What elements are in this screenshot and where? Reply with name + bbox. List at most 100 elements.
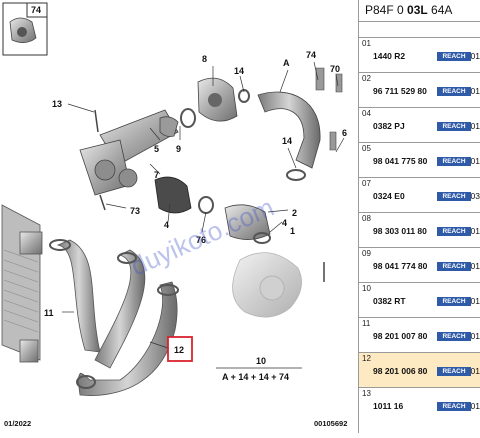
callout-74: 74 bbox=[306, 50, 316, 60]
throttle-body bbox=[180, 77, 250, 128]
quantity: 01 bbox=[470, 121, 480, 131]
reach-badge: REACH bbox=[437, 262, 471, 271]
part-number: 98 041 774 80 bbox=[373, 261, 428, 271]
callout-9: 9 bbox=[176, 144, 181, 154]
row-index: 05 bbox=[362, 144, 371, 153]
part-number: 0324 E0 bbox=[373, 191, 405, 201]
hose-11 bbox=[56, 239, 101, 353]
callout-73: 73 bbox=[130, 206, 140, 216]
callout-14-right: 14 bbox=[282, 136, 292, 146]
quantity: 01 bbox=[470, 331, 480, 341]
part-number: 1440 R2 bbox=[373, 51, 406, 61]
reach-badge: REACH bbox=[437, 87, 471, 96]
pipe-2 bbox=[224, 204, 271, 244]
reference-header: P84F 0 03L 64A bbox=[359, 0, 480, 22]
reach-badge: REACH bbox=[437, 332, 471, 341]
ref-bold: 03L bbox=[407, 3, 428, 17]
row-index: 12 bbox=[362, 354, 371, 363]
callout-14-top: 14 bbox=[234, 66, 244, 76]
part-number: 0382 PJ bbox=[373, 121, 405, 131]
part-number: 98 201 006 80 bbox=[373, 366, 428, 376]
part-number: 98 041 775 80 bbox=[373, 156, 428, 166]
callout-5: 5 bbox=[154, 144, 159, 154]
callout-8: 8 bbox=[202, 54, 207, 64]
bolts bbox=[94, 109, 325, 282]
row-index: 02 bbox=[362, 74, 371, 83]
intercooler bbox=[1, 204, 43, 363]
kit-formula: 10 A + 14 + 14 + 74 bbox=[222, 356, 289, 382]
quantity: 01 bbox=[470, 296, 480, 306]
row-index: 01 bbox=[362, 39, 371, 48]
hose-12 bbox=[94, 249, 146, 369]
callout-labels: 8 74 70 A 14 13 5 9 7 4 6 14 73 4 2 76 1… bbox=[44, 50, 347, 318]
callout-6: 6 bbox=[342, 128, 347, 138]
callout-a: A bbox=[283, 58, 290, 68]
quantity: 01 bbox=[470, 401, 480, 411]
callout-2: 2 bbox=[292, 208, 297, 218]
part-number: 0382 RT bbox=[373, 296, 406, 306]
quantity: 01 bbox=[470, 51, 480, 61]
reach-badge: REACH bbox=[437, 367, 471, 376]
kit-formula-text: A + 14 + 14 + 74 bbox=[222, 372, 289, 382]
part-number: 1011 16 bbox=[373, 401, 404, 411]
callout-1: 1 bbox=[290, 226, 295, 236]
exploded-diagram: 74 bbox=[1, 2, 348, 428]
quantity: 01 bbox=[470, 366, 480, 376]
ref-suffix: 64A bbox=[427, 3, 453, 17]
turbocharger bbox=[232, 252, 302, 318]
diagram-canvas: 74 bbox=[1, 2, 347, 428]
reach-badge: REACH bbox=[437, 122, 471, 131]
quantity: 03 bbox=[470, 191, 480, 201]
pipe-a bbox=[257, 67, 343, 181]
quantity: 01 bbox=[470, 261, 480, 271]
callout-10: 10 bbox=[256, 356, 266, 366]
callout-11: 11 bbox=[44, 308, 54, 318]
reach-badge: REACH bbox=[437, 227, 471, 236]
part-number: 98 303 011 80 bbox=[373, 226, 427, 236]
callout-4-lower: 4 bbox=[282, 218, 287, 228]
part-number: 96 711 529 80 bbox=[373, 86, 427, 96]
reach-badge: REACH bbox=[437, 52, 471, 61]
callout-7: 7 bbox=[154, 170, 159, 180]
reach-badge: REACH bbox=[437, 402, 471, 411]
inset-box: 74 bbox=[2, 2, 48, 56]
row-index: 09 bbox=[362, 249, 371, 258]
row-index: 07 bbox=[362, 179, 371, 188]
part-number: 98 201 007 80 bbox=[373, 331, 428, 341]
callout-12: 12 bbox=[174, 345, 184, 355]
row-index: 11 bbox=[362, 319, 371, 328]
quantity: 01 bbox=[470, 156, 480, 166]
quantity: 01 bbox=[470, 226, 480, 236]
intake-pipe-assembly bbox=[79, 109, 179, 196]
quantity: 01 bbox=[470, 86, 480, 96]
callout-4: 4 bbox=[164, 220, 169, 230]
row-index: 08 bbox=[362, 214, 371, 223]
leader-lines bbox=[62, 61, 345, 369]
ref-prefix: P84F 0 bbox=[365, 3, 408, 17]
callout-13: 13 bbox=[52, 99, 62, 109]
inset-label: 74 bbox=[31, 5, 41, 15]
row-index: 04 bbox=[362, 109, 371, 118]
footer-code: 00105692 bbox=[314, 419, 347, 428]
reach-badge: REACH bbox=[437, 192, 471, 201]
callout-70: 70 bbox=[330, 64, 340, 74]
footer-date: 01/2022 bbox=[4, 419, 31, 428]
reach-badge: REACH bbox=[437, 297, 471, 306]
coupling-4 bbox=[154, 176, 214, 214]
callout-12-highlight[interactable]: 12 bbox=[167, 336, 193, 362]
reach-badge: REACH bbox=[437, 157, 471, 166]
